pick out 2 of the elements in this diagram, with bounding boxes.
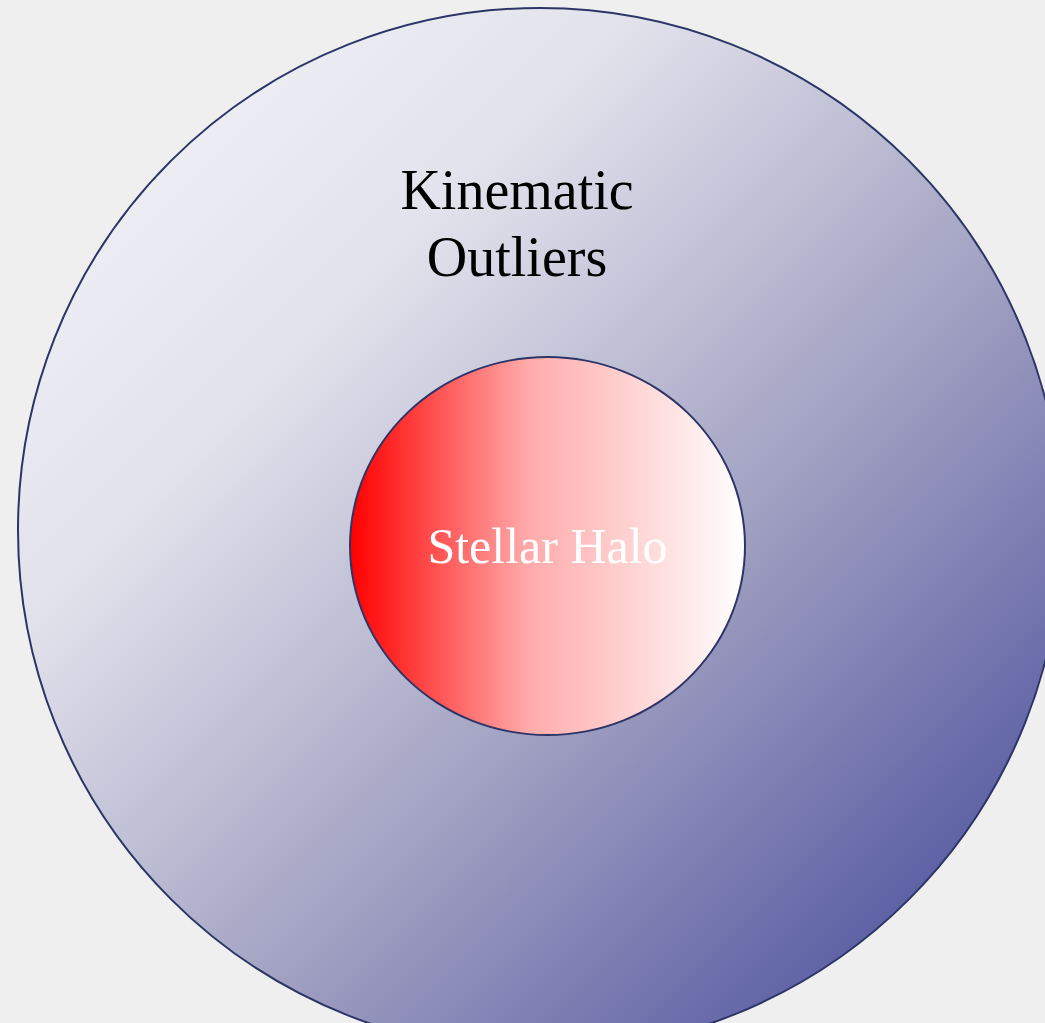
circle-label: Stellar Halo (426, 517, 669, 576)
circle-label: Kinematic Outliers (399, 158, 635, 291)
